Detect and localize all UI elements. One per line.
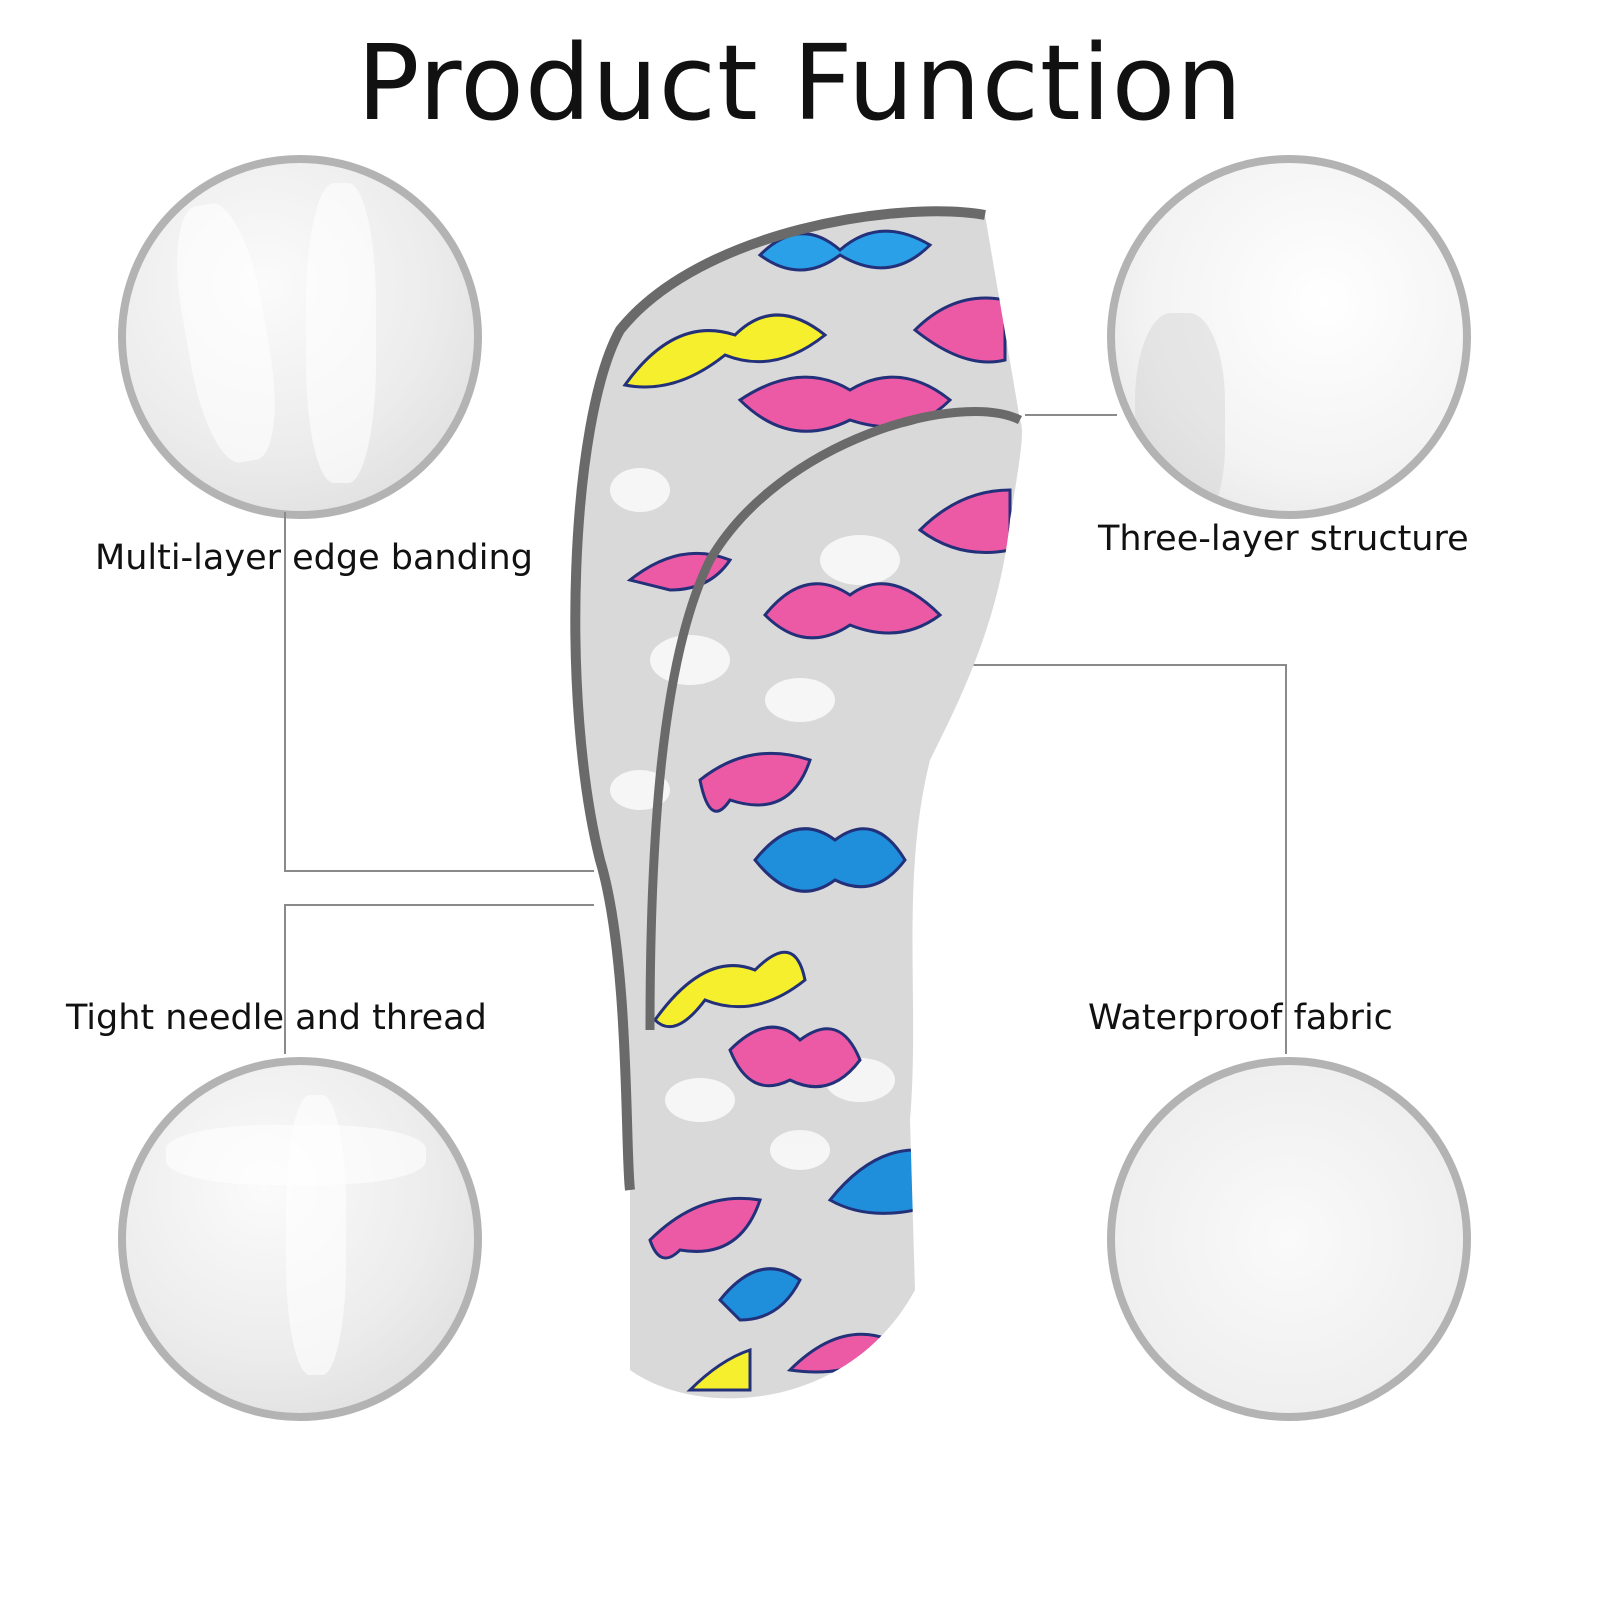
feature-label-waterproof: Waterproof fabric [1088, 998, 1393, 1038]
feature-label-edge-banding: Multi-layer edge banding [95, 538, 533, 578]
connector-line [284, 904, 594, 906]
connector-line [1025, 414, 1117, 416]
waterproof-detail-image [1107, 1057, 1471, 1421]
page-title: Product Function [356, 22, 1244, 144]
feature-label-stitching: Tight needle and thread [66, 998, 487, 1038]
three-layer-detail-image [1107, 155, 1471, 519]
connector-line [284, 870, 594, 872]
connector-line [284, 512, 286, 872]
stitching-detail-image [118, 1057, 482, 1421]
edge-banding-detail-image [118, 155, 482, 519]
connector-line [284, 904, 286, 1054]
connector-line [900, 664, 1286, 666]
feature-label-three-layer: Three-layer structure [1098, 519, 1469, 559]
connector-line [1285, 664, 1287, 1054]
